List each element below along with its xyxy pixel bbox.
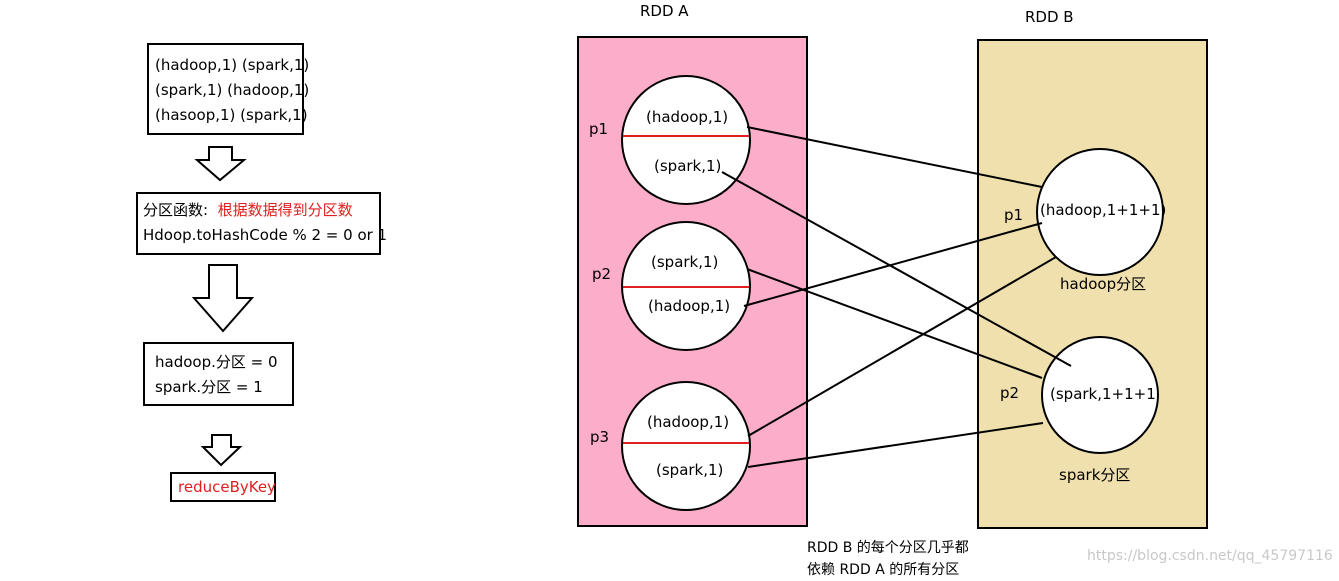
down-arrow-3	[200, 434, 243, 467]
reduce-by-key-box: reduceByKey	[170, 472, 276, 502]
result-line-2: spark.分区 = 1	[155, 378, 263, 396]
rdd-a-p3-circle	[621, 381, 751, 511]
rdd-a-p2-label: p2	[592, 265, 612, 283]
input-line-2: (spark,1) (hadoop,1)	[155, 81, 310, 99]
note-line-1: RDD B 的每个分区几乎都	[807, 540, 969, 556]
input-line-3: (hasoop,1) (spark,1)	[155, 106, 308, 124]
rdd-b-p1-label: p1	[1004, 206, 1024, 224]
rdd-a-p3-bottom: (spark,1)	[656, 461, 724, 479]
rdd-b-title: RDD B	[1025, 8, 1074, 26]
rdd-b-p1-circle	[1036, 148, 1164, 276]
partition-function-header: 分区函数: 根据数据得到分区数	[143, 198, 379, 223]
rdd-b-p2-value: (spark,1+1+1	[1050, 385, 1156, 403]
rdd-a-p2-top: (spark,1)	[651, 253, 719, 271]
rdd-a-p3-top: (hadoop,1)	[647, 413, 730, 431]
dependency-note: RDD B 的每个分区几乎都 依赖 RDD A 的所有分区	[807, 537, 969, 581]
input-line-1: (hadoop,1) (spark,1)	[155, 56, 310, 74]
partition-function-label: 分区函数:	[143, 201, 209, 219]
rdd-b-p1-value: (hadoop,1+1+1)	[1040, 201, 1167, 219]
partition-function-box: 分区函数: 根据数据得到分区数 Hdoop.toHashCode % 2 = 0…	[136, 192, 388, 255]
partition-function-formula: Hdoop.toHashCode % 2 = 0 or 1	[143, 226, 388, 244]
dep-line-a2-hadoop	[743, 222, 1043, 307]
rdd-a-p2-bottom: (hadoop,1)	[648, 297, 731, 315]
dep-line-a1-spark	[721, 171, 1072, 367]
down-arrow-1	[194, 146, 247, 182]
input-pairs-box: (hadoop,1) (spark,1) (spark,1) (hadoop,1…	[147, 43, 310, 135]
rdd-b-p2-label: p2	[1000, 384, 1020, 402]
dep-line-a3-spark	[747, 422, 1044, 468]
down-arrow-2	[191, 264, 255, 333]
reduce-by-key-label: reduceByKey	[178, 478, 276, 496]
rdd-a-p1-top: (hadoop,1)	[646, 108, 729, 126]
rdd-a-p3-label: p3	[590, 428, 610, 446]
rdd-a-p1-label: p1	[589, 120, 609, 138]
rdd-b-p2-caption: spark分区	[1059, 466, 1131, 484]
watermark: https://blog.csdn.net/qq_45797116	[1087, 548, 1333, 564]
partition-function-desc: 根据数据得到分区数	[217, 201, 353, 219]
dep-line-a1-hadoop	[746, 126, 1043, 188]
dep-line-a3-hadoop	[747, 256, 1057, 437]
rdd-a-title: RDD A	[640, 2, 689, 20]
dep-line-a2-spark	[746, 268, 1043, 379]
rdd-a-p1-bottom: (spark,1)	[654, 157, 722, 175]
rdd-a-p1-circle	[621, 75, 751, 205]
partition-result-box: hadoop.分区 = 0 spark.分区 = 1	[143, 342, 294, 406]
rdd-b-p1-caption: hadoop分区	[1060, 275, 1147, 293]
note-line-2: 依赖 RDD A 的所有分区	[807, 562, 960, 578]
result-line-1: hadoop.分区 = 0	[155, 353, 278, 371]
